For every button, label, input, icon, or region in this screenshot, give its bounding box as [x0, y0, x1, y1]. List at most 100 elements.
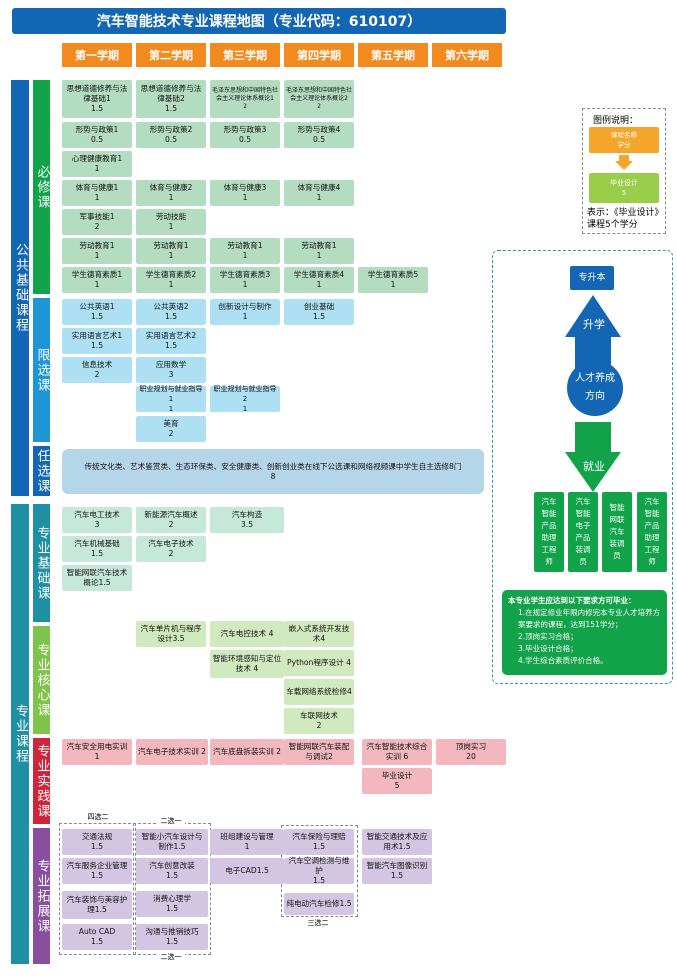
direction-circle: 人才养成 方向	[567, 360, 623, 416]
course-embedded-dev: 嵌入式系统开发技术4	[284, 621, 354, 647]
graduation-heading: 本专业学生应达到以下要求方可毕业：	[508, 596, 636, 605]
course-electronic-cad: 电子CAD1.5	[210, 858, 284, 884]
semester-3-header: 第三学期	[210, 43, 280, 67]
course-chassis-training: 汽车底盘拆装实训 2	[210, 739, 284, 765]
graduation-item-2: 2.顶岗实习合格；	[518, 632, 578, 641]
job-1: 汽车智能产品助理工程师	[534, 492, 564, 572]
up-label: 升学	[583, 318, 605, 331]
course-ev-maintenance: 纯电动汽车检修1.5	[284, 893, 354, 915]
choose-label-b-top: 二选一	[157, 816, 185, 826]
course-smart-car-design: 智能小汽车设计与制作1.5	[136, 829, 208, 855]
course-comprehensive-training: 汽车智能技术综合实训 6	[362, 739, 432, 765]
down-arrow-icon	[565, 422, 621, 492]
group-choose-a	[59, 823, 136, 955]
course-icv-intro: 智能网联汽车技术概论1.5	[62, 565, 132, 591]
course-python: Python程序设计 4	[284, 650, 354, 676]
course-electronics-training: 汽车电子技术实训 2	[136, 739, 208, 765]
category-core: 专业核心课	[33, 626, 50, 734]
semester-5-header: 第五学期	[358, 43, 428, 67]
category-public: 公共基础课程	[11, 80, 29, 496]
up-arrow-icon	[565, 295, 621, 370]
category-extend: 专业拓展课	[33, 828, 50, 964]
arrow-down-icon	[615, 161, 633, 170]
course-mcu-programming: 汽车单片机与程序设计3.5	[136, 621, 206, 647]
course-vehicle-network: 车载网络系统检修4	[284, 679, 354, 705]
category-base: 专业基础课	[33, 504, 50, 622]
choose-label-b-bottom: 二选一	[157, 952, 185, 962]
job-2: 汽车智能电子产品装调员	[568, 492, 598, 572]
category-practice: 专业实践课	[33, 738, 50, 824]
graduation-item-3: 3.毕业设计合格；	[518, 644, 578, 653]
semester-6-header: 第六学期	[432, 43, 502, 67]
job-4: 汽车智能产品助理工程师	[637, 492, 667, 572]
legend-arrow-shaft	[619, 155, 629, 161]
upgrade-box: 专升本	[570, 266, 614, 290]
course-public-electives: 传统文化类、艺术鉴赏类、生态环保类、安全健康类、创新创业类在线下公选课和网络视频…	[62, 449, 484, 494]
page-title: 汽车智能技术专业课程地图（专业代码：610107）	[12, 8, 506, 34]
semester-1-header: 第一学期	[62, 43, 132, 67]
choose-label-d: 三选二	[304, 918, 332, 928]
semester-2-header: 第二学期	[136, 43, 206, 67]
career-panel	[492, 250, 673, 684]
category-limited: 限选课	[33, 298, 50, 442]
choose-label-a: 四选二	[84, 812, 112, 822]
graduation-item-1: 1.在规定修业年限内修完本专业人才培养方案要求的课程，达到151学分；	[518, 608, 661, 629]
course-smart-traffic: 智能交通技术及应用术1.5	[362, 829, 432, 855]
legend-title: 图例说明：	[593, 116, 639, 126]
legend-sample-course: 课程名称 学分	[589, 127, 659, 153]
graduation-item-4: 4.学生综合素质评价合格。	[518, 656, 608, 665]
course-icv-assembly: 智能网联汽车装配与调试2	[284, 739, 354, 765]
course-electronic-control: 汽车电控技术 4	[210, 621, 284, 647]
